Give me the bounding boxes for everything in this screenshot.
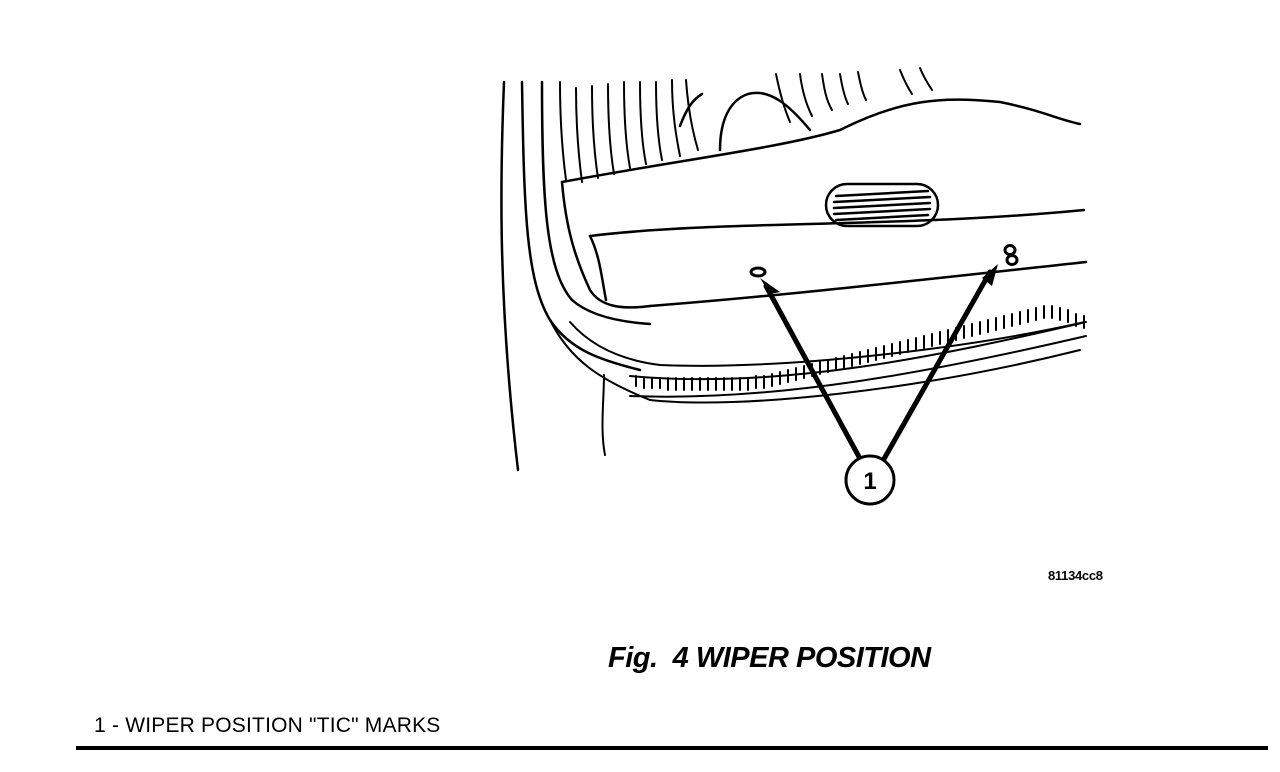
a-pillar-lines xyxy=(500,80,652,472)
wiper-position-illustration: 1 xyxy=(480,60,1120,530)
callout-arrows xyxy=(763,269,993,469)
body-edge-lines xyxy=(549,319,1086,456)
legend-separator: - xyxy=(111,714,120,737)
callout-number: 1 xyxy=(863,468,876,495)
caption-title: WIPER POSITION xyxy=(695,642,931,674)
cowl-serrations xyxy=(629,305,1087,398)
interior-shape xyxy=(678,91,812,152)
illustration-id: 81134cc8 xyxy=(1048,568,1103,583)
caption-fig-label: Fig. xyxy=(608,642,658,674)
caption-fig-number: 4 xyxy=(672,642,689,674)
tic-mark-right-upper xyxy=(1003,244,1017,256)
legend-text: WIPER POSITION "TIC" MARKS xyxy=(125,714,441,737)
legend-number: 1 xyxy=(94,714,106,737)
hatch-surface xyxy=(560,98,1088,309)
callout-circle xyxy=(844,454,896,506)
tic-mark-left xyxy=(749,266,767,278)
windshield-glass-lines xyxy=(559,67,933,183)
bottom-rule xyxy=(76,746,1268,750)
arrow-heads xyxy=(760,264,998,294)
tic-marks xyxy=(749,244,1019,278)
brake-light xyxy=(824,182,940,228)
legend-item: 1 - WIPER POSITION "TIC" MARKS xyxy=(94,714,441,738)
tic-mark-right-lower xyxy=(1005,254,1019,266)
figure-caption: Fig. 4 WIPER POSITION xyxy=(608,642,931,675)
